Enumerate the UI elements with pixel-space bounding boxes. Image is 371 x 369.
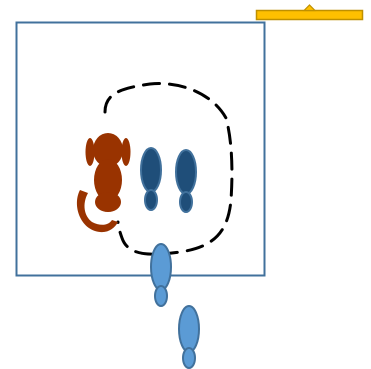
cat-head — [93, 133, 123, 167]
footprint-icon — [150, 243, 172, 307]
footprint-icon — [175, 149, 197, 213]
cat-right-ear — [121, 138, 131, 166]
cat-body — [94, 159, 122, 201]
cat-haunch — [95, 192, 121, 212]
cat-left-ear — [85, 138, 95, 166]
footprint-icon — [140, 147, 162, 211]
footprint-icon — [178, 305, 200, 369]
callout-bar — [255, 4, 364, 21]
cat-tail — [76, 190, 118, 233]
footprint-pair-inside — [140, 147, 197, 213]
cat-silhouette-icon — [76, 133, 131, 233]
callout-bar-pointer — [302, 4, 317, 12]
scene-frame — [15, 21, 266, 277]
dashed-enclosure — [103, 82, 234, 256]
footprint-trail-outside — [150, 243, 200, 369]
callout-bar-rect — [255, 9, 364, 21]
